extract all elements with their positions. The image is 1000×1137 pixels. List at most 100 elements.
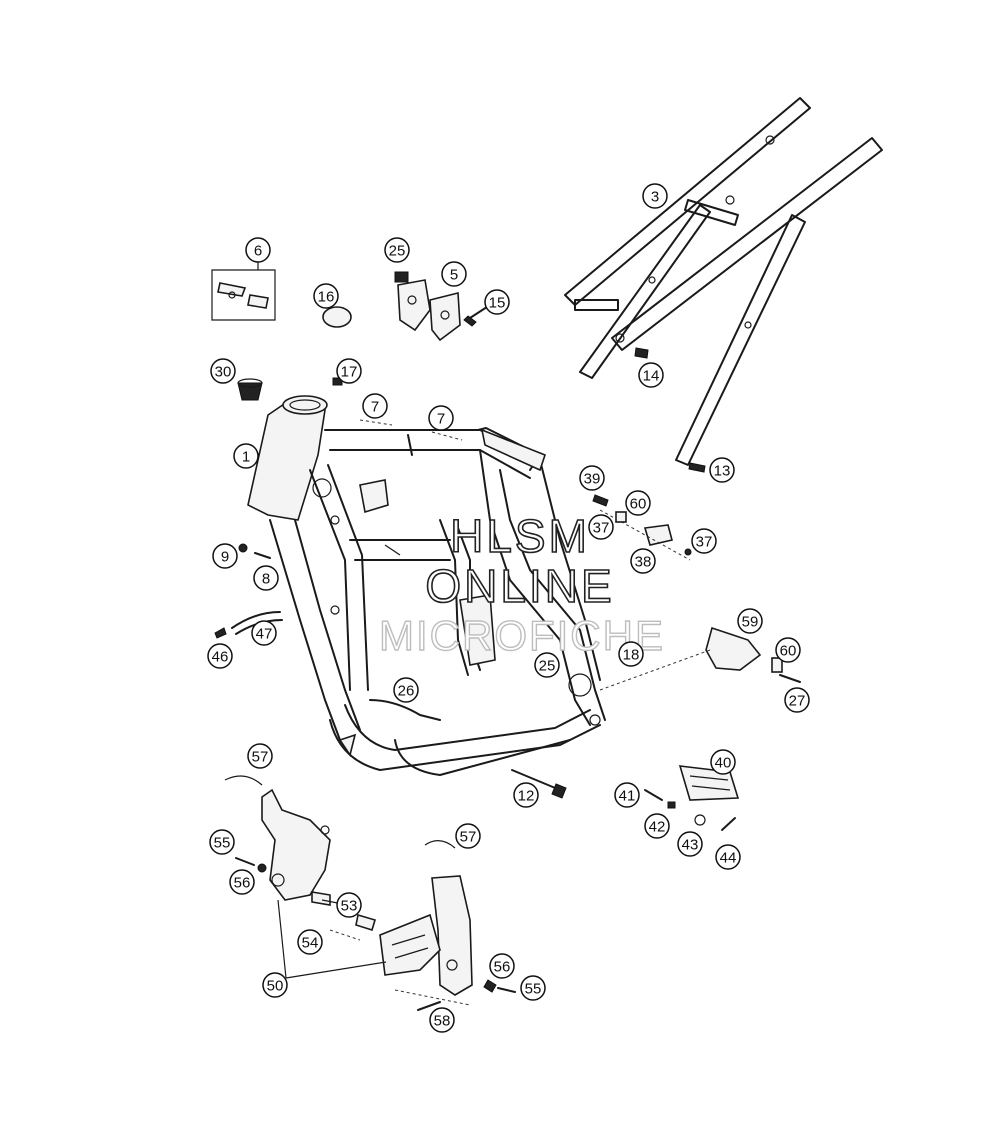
callout-circle: [297, 929, 323, 955]
callout-25: 25: [384, 237, 410, 263]
callout-7: 7: [428, 405, 454, 431]
callout-7: 7: [362, 393, 388, 419]
callout-circle: [618, 641, 644, 667]
cable-guides-7: [359, 419, 463, 456]
callout-number: 25: [389, 243, 406, 260]
callout-number: 60: [780, 643, 797, 660]
callout-circle: [691, 528, 717, 554]
callout-8: 8: [253, 565, 279, 591]
callout-layer: 1356778912131415161718252526273037373839…: [207, 183, 810, 1033]
callout-number: 12: [518, 788, 535, 805]
callout-27: 27: [784, 687, 810, 713]
callout-circle: [455, 823, 481, 849]
callout-18: 18: [618, 641, 644, 667]
callout-circle: [212, 543, 238, 569]
callout-57: 57: [455, 823, 481, 849]
callout-number: 7: [437, 411, 445, 428]
callout-number: 58: [434, 1013, 451, 1030]
callout-number: 54: [302, 935, 319, 952]
callout-number: 25: [539, 658, 556, 675]
callout-60: 60: [775, 637, 801, 663]
callout-circle: [245, 237, 271, 263]
callout-number: 39: [584, 471, 601, 488]
callout-circle: [715, 844, 741, 870]
callout-circle: [534, 652, 560, 678]
callout-number: 9: [221, 549, 229, 566]
callout-circle: [737, 608, 763, 634]
callout-30: 30: [210, 358, 236, 384]
callout-circle: [709, 457, 735, 483]
callout-circle: [247, 743, 273, 769]
callout-number: 50: [267, 978, 284, 995]
callout-37: 37: [588, 514, 614, 540]
callout-5: 5: [441, 261, 467, 287]
callout-number: 13: [714, 463, 731, 480]
callout-39: 39: [579, 465, 605, 491]
callout-circle: [251, 620, 277, 646]
callout-circle: [642, 183, 668, 209]
callout-16: 16: [313, 283, 339, 309]
callout-13: 13: [709, 457, 735, 483]
callout-55: 55: [209, 829, 235, 855]
callout-circle: [484, 289, 510, 315]
callout-number: 53: [341, 898, 358, 915]
callout-number: 18: [623, 647, 640, 664]
callout-number: 55: [214, 835, 231, 852]
callout-number: 42: [649, 819, 666, 836]
callout-number: 6: [254, 243, 262, 260]
callout-14: 14: [638, 362, 664, 388]
callout-circle: [384, 237, 410, 263]
callout-circle: [253, 565, 279, 591]
callout-circle: [630, 548, 656, 574]
callout-circle: [625, 490, 651, 516]
callout-number: 59: [742, 614, 759, 631]
nut-washer-8-9: [238, 543, 271, 559]
callout-number: 56: [234, 875, 251, 892]
steering-bearing-30: [237, 378, 263, 401]
callout-number: 56: [494, 959, 511, 976]
callout-number: 15: [489, 295, 506, 312]
callout-circle: [210, 358, 236, 384]
callout-number: 8: [262, 571, 270, 588]
callout-circle: [229, 869, 255, 895]
callout-circle: [644, 813, 670, 839]
callout-15: 15: [484, 289, 510, 315]
bolts-13-14: [634, 347, 706, 473]
callout-1: 1: [233, 443, 259, 469]
callout-54: 54: [297, 929, 323, 955]
watermark: HLSM ONLINE MICROFICHE: [378, 509, 665, 660]
callout-number: 44: [720, 850, 737, 867]
axle-bolt-12: [511, 769, 567, 799]
callout-57: 57: [247, 743, 273, 769]
callout-number: 7: [371, 399, 379, 416]
callout-50: 50: [262, 972, 288, 998]
callout-number: 17: [341, 364, 358, 381]
callout-38: 38: [630, 548, 656, 574]
frame-protector-left: [224, 775, 331, 906]
plug-16: [322, 306, 352, 328]
watermark-line-3: MICROFICHE: [379, 612, 665, 659]
callout-12: 12: [513, 782, 539, 808]
callout-circle: [513, 782, 539, 808]
callout-circle: [362, 393, 388, 419]
watermark-line-1: HLSM: [450, 510, 590, 562]
callout-55: 55: [520, 975, 546, 1001]
callout-circle: [393, 677, 419, 703]
callout-circle: [520, 975, 546, 1001]
callout-37: 37: [691, 528, 717, 554]
bracket-59: [599, 626, 801, 691]
callout-number: 26: [398, 683, 415, 700]
callout-circle: [428, 405, 454, 431]
ignition-lock-group: [211, 269, 276, 321]
callout-41: 41: [614, 782, 640, 808]
callout-circle: [677, 831, 703, 857]
callout-circle: [775, 637, 801, 663]
callout-6: 6: [245, 237, 271, 263]
callout-circle: [638, 362, 664, 388]
callout-53: 53: [336, 892, 362, 918]
callout-46: 46: [207, 643, 233, 669]
callout-circle: [336, 358, 362, 384]
subframe: [564, 97, 883, 466]
callout-59: 59: [737, 608, 763, 634]
